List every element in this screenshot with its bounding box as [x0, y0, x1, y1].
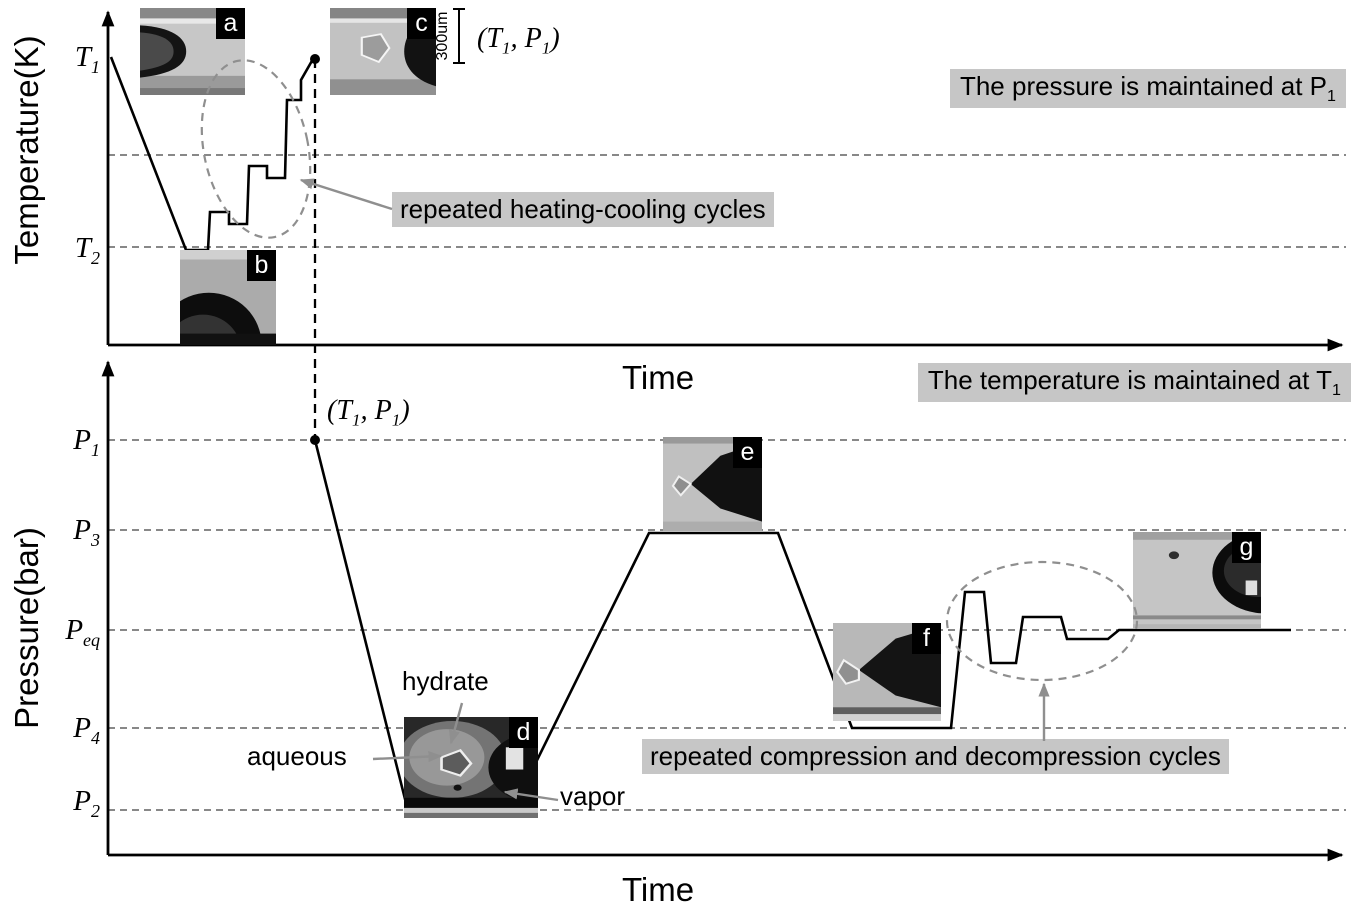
micro-image-g: g: [1133, 532, 1261, 629]
micro-image-f: f: [833, 623, 941, 721]
hydrate-label: hydrate: [402, 666, 489, 696]
micro-image-g-tag: g: [1232, 532, 1261, 563]
state-point-dot: [310, 54, 320, 64]
curve-pressure: [313, 439, 1291, 817]
point-label-top: (T1, P1): [477, 23, 560, 58]
micro-image-a-tag: a: [216, 8, 245, 39]
temperature-maintained-note: The temperature is maintained at T1: [917, 363, 1351, 403]
cycle-ellipse: [200, 59, 312, 239]
annotation-arrow: [448, 702, 464, 745]
heating-cooling-cycles-annotation: repeated heating-cooling cycles: [392, 192, 774, 227]
micro-image-c-tag: c: [407, 8, 436, 39]
vapor-label: vapor: [560, 781, 626, 811]
compression-cycles-annotation: repeated compression and decompression c…: [642, 739, 1229, 774]
micro-image-e-tag: e: [733, 437, 762, 468]
micro-image-b-tag: b: [247, 250, 276, 281]
tick-p3: P3: [73, 514, 100, 550]
tick-t2: T2: [74, 232, 100, 268]
cycle-ellipse: [945, 560, 1139, 682]
curve-temperature: [109, 56, 315, 252]
micro-image-f-tag: f: [912, 623, 941, 654]
micro-image-b: b: [180, 250, 276, 345]
pressure-maintained-note: The pressure is maintained at P1: [949, 69, 1346, 109]
time-axis-label-bottom: Time: [621, 871, 695, 908]
micro-image-a-photo: [140, 8, 245, 95]
state-point-dot: [310, 435, 320, 445]
tick-p2: P2: [73, 785, 100, 821]
micro-image-a: a: [140, 8, 245, 95]
annotation-arrow: [299, 178, 393, 211]
time-axis-label-top: Time: [621, 359, 695, 396]
tick-p1: P1: [73, 424, 100, 460]
annotation-arrow: [372, 750, 443, 763]
aqueous-label: aqueous: [247, 741, 347, 771]
micro-image-d: d: [404, 717, 538, 818]
annotation-arrow: [503, 788, 559, 802]
tick-t1: T1: [74, 41, 100, 77]
micro-image-e: e: [663, 437, 762, 531]
micro-image-c: c: [330, 8, 436, 95]
micro-image-d-tag: d: [509, 717, 538, 748]
point-label-bottom: (T1, P1): [327, 395, 410, 430]
tick-peq: Peq: [65, 614, 100, 650]
tick-p4: P4: [73, 712, 100, 748]
